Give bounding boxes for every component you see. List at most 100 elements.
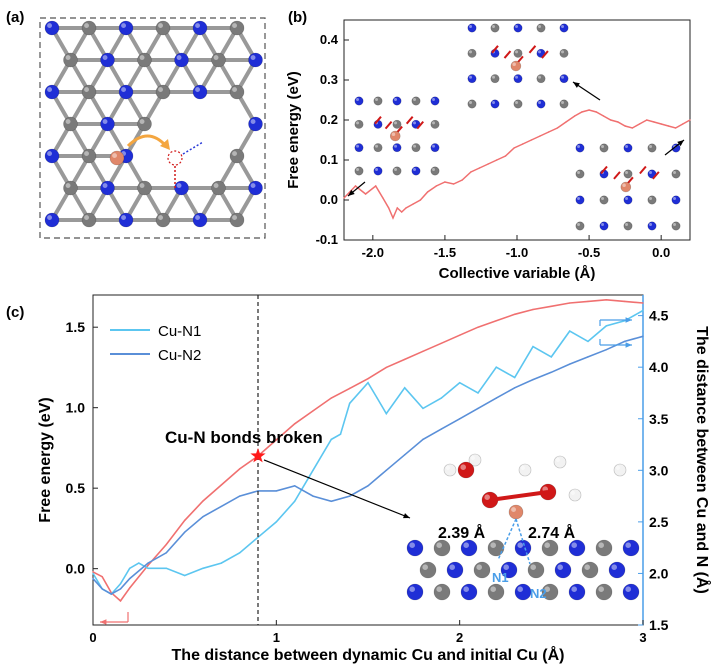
c-atom xyxy=(155,212,171,228)
panel-c-data-point xyxy=(376,397,378,399)
c-atom-highlight xyxy=(139,55,145,60)
n-atom xyxy=(44,212,60,228)
n-atom xyxy=(671,195,681,205)
c-atom xyxy=(595,539,613,557)
n-atom-highlight xyxy=(557,564,563,570)
n-atom xyxy=(446,561,464,579)
panel-b-series-line xyxy=(343,109,691,220)
panel-c-data-point xyxy=(367,378,369,380)
n-atom-highlight xyxy=(356,144,359,148)
panel-c-data-point xyxy=(183,574,186,577)
panel-c-data-point xyxy=(458,334,461,336)
c-atom xyxy=(229,20,245,36)
c-atom-highlight xyxy=(538,25,542,29)
panel-c-data-point xyxy=(587,340,589,343)
c-atom xyxy=(63,180,78,196)
c-atom-highlight xyxy=(65,183,71,188)
o-atom-highlight xyxy=(484,494,491,501)
c-atom-highlight xyxy=(232,215,237,220)
panel-c-legend: Cu-N1 Cu-N2 xyxy=(110,323,201,364)
c-atom xyxy=(137,116,152,132)
c-atom-highlight xyxy=(375,144,378,148)
c-atom xyxy=(487,583,505,601)
c-atom-highlight xyxy=(213,183,219,188)
n-atom xyxy=(248,116,263,132)
n-atom-highlight xyxy=(432,98,435,101)
panel-c-data-point xyxy=(92,571,94,573)
c-atom xyxy=(229,148,245,164)
c-atom xyxy=(81,212,97,228)
panel-a-lattice xyxy=(44,20,263,228)
panel-b-data-point xyxy=(548,131,550,133)
panel-b-data-point xyxy=(653,121,655,123)
panel-c-y-tick-label: 1.5 xyxy=(66,319,86,335)
panel-c-data-point xyxy=(110,593,113,595)
panel-c-data-point xyxy=(202,516,204,518)
c-atom xyxy=(155,20,171,36)
c-atom-highlight xyxy=(476,564,483,570)
n-atom-highlight xyxy=(176,55,182,60)
c-atom xyxy=(63,52,78,68)
panel-c-data-point xyxy=(128,577,131,580)
c-atom xyxy=(536,23,546,33)
c-atom-highlight xyxy=(84,87,90,93)
c-atom-highlight xyxy=(158,215,163,220)
panel-c-data-point xyxy=(550,356,553,358)
panel-c-data-point xyxy=(147,562,149,564)
panel-c-data-point xyxy=(385,412,388,415)
c-atom-highlight xyxy=(584,564,590,570)
inset-arrow-transition-head xyxy=(573,82,580,88)
panel-c-y2-tick-label: 2.0 xyxy=(649,565,669,581)
panel-c-data-point xyxy=(385,366,388,369)
panel-c-data-point xyxy=(275,521,278,523)
panel-c-data-point xyxy=(642,335,644,337)
c-atom-highlight xyxy=(84,23,90,28)
panel-c-y2-axis-label: The distance between Cu and N (Å) xyxy=(693,326,712,594)
n-atom xyxy=(118,84,134,100)
c-atom-highlight xyxy=(375,98,378,101)
c-atom-highlight xyxy=(538,75,542,79)
panel-b-y-tick-label: 0.4 xyxy=(320,32,339,47)
panel-label-b: (b) xyxy=(288,9,307,26)
c-atom xyxy=(373,96,383,106)
c-atom xyxy=(671,169,681,179)
c-atom-highlight xyxy=(139,183,145,188)
panel-c-data-point xyxy=(119,583,122,585)
inset-transition-state xyxy=(467,23,569,109)
c-atom-highlight xyxy=(432,121,435,125)
n-atom xyxy=(467,74,477,84)
c-atom xyxy=(392,119,402,129)
panel-c-data-point xyxy=(568,302,571,304)
c-atom-highlight xyxy=(598,586,604,592)
panel-c-data-point xyxy=(293,485,296,487)
panel-c-data-point xyxy=(339,433,342,435)
c-atom-highlight xyxy=(598,542,604,548)
panel-c-y2-tick-label: 3.5 xyxy=(649,411,669,427)
panel-c-data-point xyxy=(440,342,443,344)
h-atom-highlight xyxy=(520,465,526,470)
n-atom-highlight xyxy=(195,215,200,220)
panel-b-data-point xyxy=(581,111,583,113)
panel-c-y2-tick-label: 4.0 xyxy=(649,359,669,375)
n-atom-highlight xyxy=(625,145,629,148)
panel-b-y-tick-label: 0.2 xyxy=(320,112,338,127)
migration-arrow xyxy=(126,134,168,148)
n-atom xyxy=(192,20,208,36)
water-molecule xyxy=(491,45,499,54)
n-atom xyxy=(622,583,640,601)
cu-atom xyxy=(510,60,522,72)
panel-c-data-point xyxy=(385,469,388,472)
water-molecule xyxy=(639,165,647,175)
c-atom xyxy=(419,561,437,579)
water-molecule xyxy=(503,50,512,59)
o-atom-highlight xyxy=(460,464,467,471)
n-atom-highlight xyxy=(577,197,581,200)
n-atom xyxy=(392,143,402,153)
c-atom-highlight xyxy=(515,50,519,54)
panel-b-y-tick-label: 0.3 xyxy=(320,72,338,87)
n-atom-highlight xyxy=(176,183,182,188)
panel-c-data-point xyxy=(513,313,516,316)
n-atom-highlight xyxy=(625,542,631,548)
panel-c-data-point xyxy=(119,588,122,590)
c-atom xyxy=(354,119,364,129)
